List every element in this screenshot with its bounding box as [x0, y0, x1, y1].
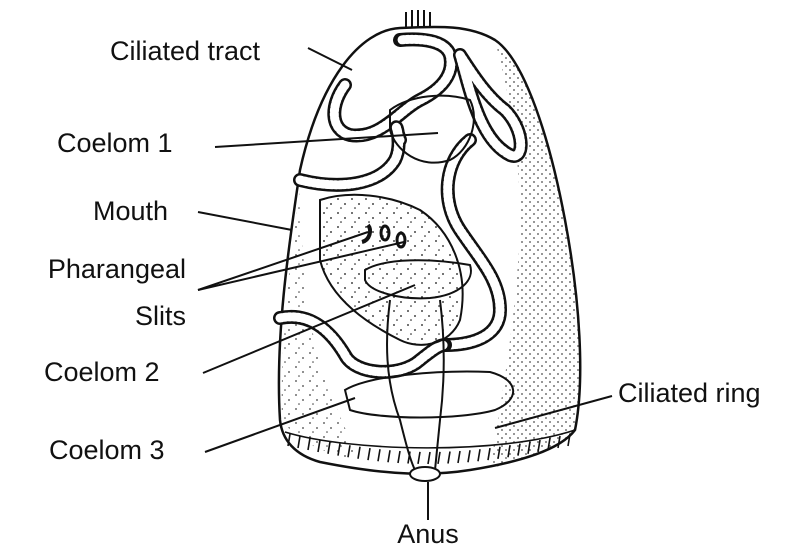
label-mouth: Mouth — [93, 198, 168, 225]
label-pharangeal-line1: Pharangeal — [10, 256, 186, 283]
label-coelom-2: Coelom 2 — [44, 359, 160, 386]
label-anus: Anus — [378, 521, 478, 548]
label-ciliated-ring: Ciliated ring — [618, 380, 761, 407]
leader-mouth — [198, 212, 292, 230]
label-coelom-1: Coelom 1 — [57, 130, 173, 157]
label-ciliated-tract: Ciliated tract — [110, 38, 260, 65]
label-pharangeal-line2: Slits — [10, 303, 186, 330]
leader-ciliated-tract — [308, 48, 352, 70]
anus-shape — [410, 467, 440, 481]
label-coelom-3: Coelom 3 — [49, 437, 165, 464]
